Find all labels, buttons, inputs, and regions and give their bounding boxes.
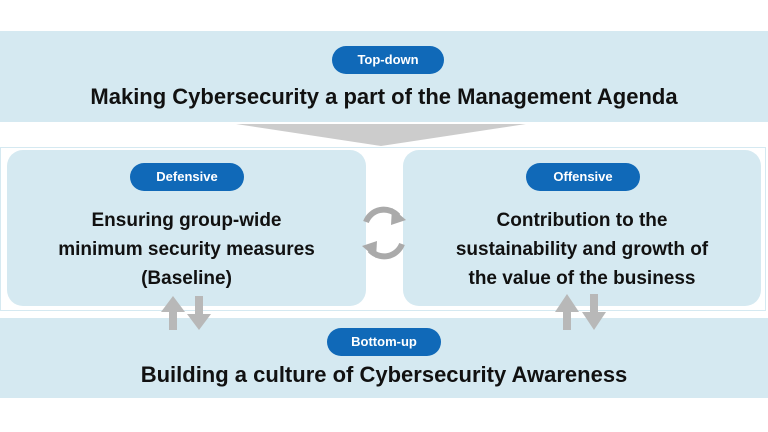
defensive-text: Ensuring group-wide minimum security mea… xyxy=(7,206,366,293)
top-down-title: Making Cybersecurity a part of the Manag… xyxy=(90,84,678,109)
defensive-line-2: minimum security measures xyxy=(58,239,315,260)
offensive-badge: Offensive xyxy=(526,163,640,191)
offensive-line-2: sustainability and growth of xyxy=(455,239,709,260)
offensive-text: Contribution to the sustainability and g… xyxy=(403,206,761,293)
defensive-line-1: Ensuring group-wide xyxy=(91,210,282,231)
top-down-badge: Top-down xyxy=(332,46,444,74)
bottom-up-title: Building a culture of Cybersecurity Awar… xyxy=(140,362,628,387)
defensive-badge: Defensive xyxy=(130,163,244,191)
offensive-line-3: the value of the business xyxy=(468,268,696,289)
defensive-line-3: (Baseline) xyxy=(141,268,232,289)
offensive-line-1: Contribution to the xyxy=(496,210,668,231)
bottom-up-badge: Bottom-up xyxy=(327,328,441,356)
